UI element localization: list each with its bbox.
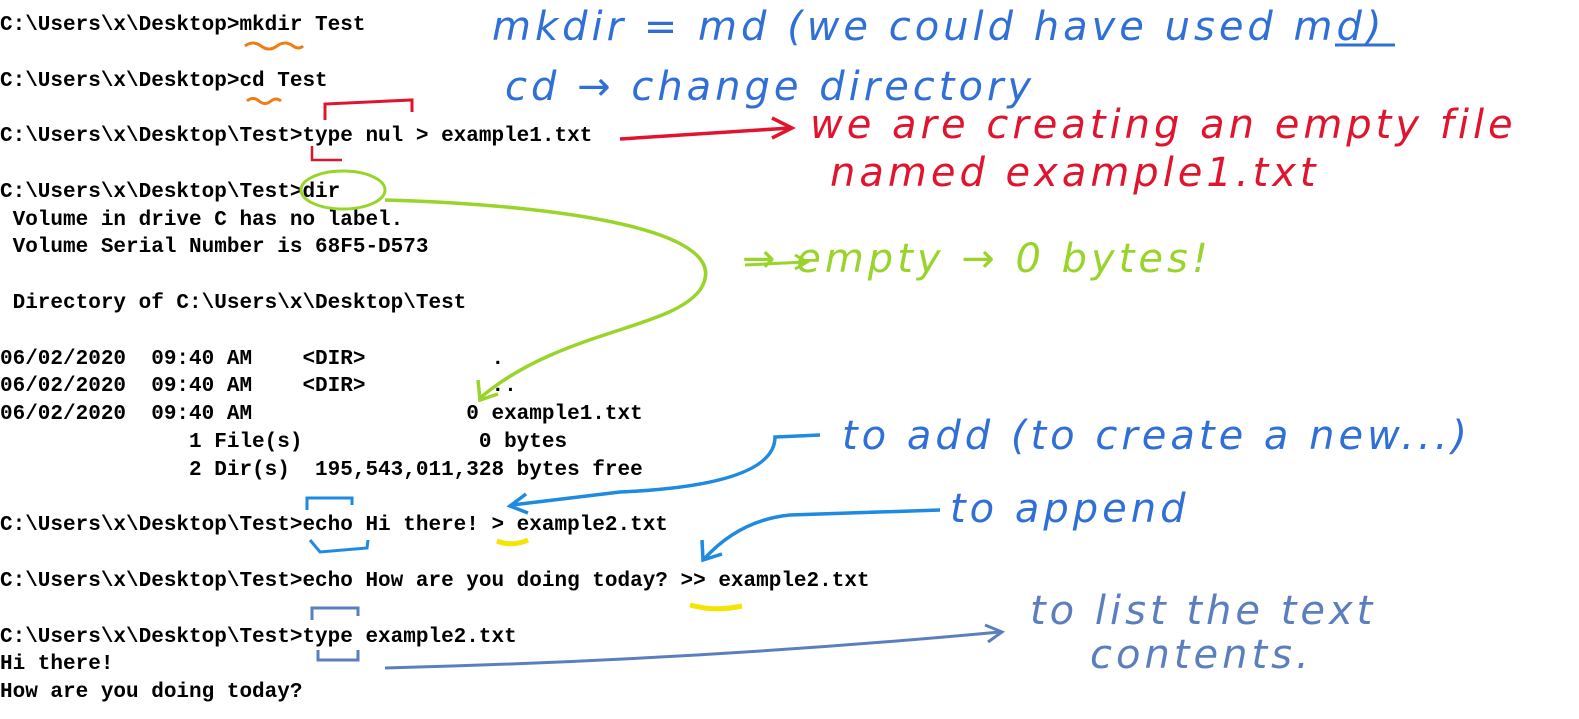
type-bracket-mark bbox=[310, 606, 360, 620]
dir-curve-arrow bbox=[384, 198, 708, 400]
type-nul-arrowhead bbox=[771, 116, 796, 140]
console-line: Hi there! bbox=[0, 653, 114, 677]
console-line: C:\Users\x\Desktop>mkdir Test bbox=[0, 14, 366, 37]
console-line: Directory of C:\Users\x\Desktop\Test bbox=[0, 291, 467, 315]
echo-under-mark bbox=[308, 539, 370, 554]
console-line: How are you doing today? bbox=[0, 681, 303, 705]
add-note: to add (to create a new...) bbox=[842, 413, 1472, 459]
append-arrowhead bbox=[700, 539, 723, 563]
type-under-mark bbox=[316, 650, 360, 662]
console-line: C:\Users\x\Desktop>cd Test bbox=[0, 69, 328, 93]
console-line: Volume in drive C has no label. bbox=[0, 208, 404, 232]
console-line: Volume Serial Number is 68F5-D573 bbox=[0, 236, 429, 260]
mkdir-note: mkdir = md (we could have used md) bbox=[492, 4, 1386, 50]
empty-note: → empty → 0 bytes! bbox=[742, 236, 1212, 282]
console-line: C:\Users\x\Desktop\Test>echo Hi there! >… bbox=[0, 514, 668, 538]
console-line: 1 File(s) 0 bytes bbox=[0, 430, 568, 454]
type-nul-bracket-mark bbox=[323, 98, 414, 120]
console-line: 2 Dir(s) 195,543,011,328 bytes free bbox=[0, 458, 643, 482]
type-nul-note-line1: we are creating an empty file bbox=[810, 102, 1517, 148]
type-note-line1: to list the text bbox=[1030, 588, 1377, 634]
type-note-line2: contents. bbox=[1090, 632, 1313, 678]
empty-arrowhead bbox=[794, 253, 810, 271]
empty-arrow-line bbox=[744, 260, 806, 267]
console-line: 06/02/2020 09:40 AM <DIR> . bbox=[0, 347, 505, 371]
add-arrow bbox=[511, 433, 821, 507]
dir-curve-arrowhead bbox=[476, 379, 499, 403]
console-line: C:\Users\x\Desktop\Test>echo How are you… bbox=[0, 569, 870, 593]
type-nul-under-mark bbox=[310, 146, 342, 162]
type-nul-arrow bbox=[619, 126, 791, 141]
type-list-arrow bbox=[384, 630, 1001, 670]
add-arrowhead bbox=[506, 492, 529, 515]
single-redirect-highlight bbox=[496, 537, 530, 547]
cd-note: cd → change directory bbox=[505, 64, 1036, 110]
cd-underline-mark bbox=[246, 97, 282, 105]
type-nul-note-line2: named example1.txt bbox=[830, 150, 1320, 196]
mkdir-underline-mark bbox=[244, 41, 305, 51]
double-redirect-highlight bbox=[689, 602, 743, 612]
dir-circle-mark bbox=[299, 169, 387, 211]
console-line: C:\Users\x\Desktop\Test>type nul > examp… bbox=[0, 125, 593, 149]
console-line: C:\Users\x\Desktop\Test>type example2.tx… bbox=[0, 625, 517, 649]
console-line: C:\Users\x\Desktop\Test>dir bbox=[0, 180, 341, 204]
type-list-arrowhead bbox=[984, 623, 1006, 644]
echo-bracket-mark bbox=[305, 496, 354, 510]
console-output: C:\Users\x\Desktop>mkdir Test C:\Users\x… bbox=[0, 12, 870, 707]
console-line: 06/02/2020 09:40 AM 0 example1.txt bbox=[0, 403, 643, 427]
append-arrow bbox=[703, 508, 941, 560]
append-note: to append bbox=[950, 486, 1190, 532]
console-line: 06/02/2020 09:40 AM <DIR> .. bbox=[0, 375, 517, 399]
